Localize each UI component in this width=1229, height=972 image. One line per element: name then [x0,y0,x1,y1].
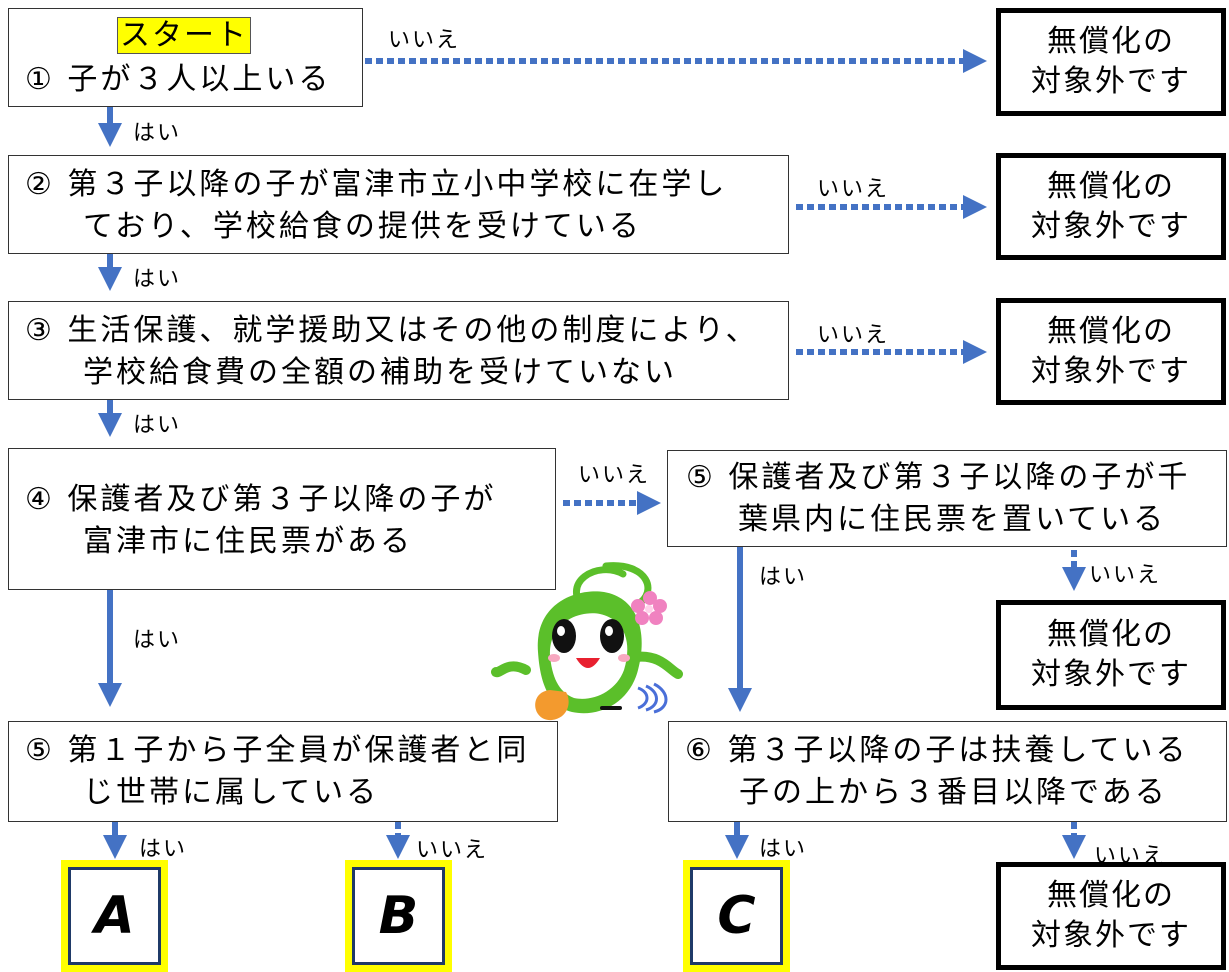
question-1-box: スタート ① 子が３人以上いる [8,8,363,107]
outcome-box-2: 無償化の 対象外です [996,153,1226,260]
question-5a-line2: 葉県内に住民票を置いている [738,502,1167,537]
outcome-line1: 無償化の [1047,313,1175,349]
question-5a-box: ⑤ 保護者及び第３子以降の子が千 葉県内に住民票を置いている [667,450,1227,547]
question-5b-box: ⑤ 第１子から子全員が保護者と同 じ世帯に属している [8,721,558,822]
label-yes-q6: はい [759,837,808,862]
label-yes-q4: はい [133,628,182,653]
label-no-q1: いいえ [388,28,461,53]
label-no-q2: いいえ [817,177,890,202]
outcome-line1: 無償化の [1047,24,1175,59]
outcome-box-5: 無償化の 対象外です [996,862,1226,970]
outcome-line2: 対象外です [1031,918,1191,953]
question-4-line2: 富津市に住民票がある [83,524,413,559]
question-6-line1: ⑥ 第３子以降の子は扶養している [685,733,1189,768]
label-yes-q1: はい [133,121,182,146]
question-5a-line1: ⑤ 保護者及び第３子以降の子が千 [686,460,1191,495]
label-no-q5b: いいえ [416,838,489,863]
outcome-line2: 対象外です [1031,64,1191,99]
outcome-line1: 無償化の [1047,168,1175,204]
result-b-box: B [345,860,452,972]
outcome-box-4: 無償化の 対象外です [996,600,1226,710]
label-yes-q2: はい [133,267,182,292]
question-4-box: ④ 保護者及び第３子以降の子が 富津市に住民票がある [8,448,556,590]
question-5b-line1: ⑤ 第１子から子全員が保護者と同 [25,733,530,768]
question-2-line1: ② 第３子以降の子が富津市立小中学校に在学し [25,167,728,202]
outcome-line2: 対象外です [1031,208,1191,244]
outcome-box-1: 無償化の 対象外です [996,8,1226,116]
question-3-line2: 学校給食費の全額の補助を受けていない [83,355,677,390]
outcome-line2: 対象外です [1031,657,1191,692]
label-no-q5a: いいえ [1089,563,1162,588]
start-label: スタート [117,17,251,54]
label-no-q6: いいえ [1094,844,1167,869]
question-6-line2: 子の上から３番目以降である [739,775,1168,810]
outcome-line2: 対象外です [1031,353,1191,389]
label-no-q4: いいえ [578,463,651,488]
result-a-box: A [61,860,168,972]
mascot-illustration [491,562,683,721]
question-6-box: ⑥ 第３子以降の子は扶養している 子の上から３番目以降である [668,721,1227,822]
outcome-line1: 無償化の [1047,617,1175,652]
question-1-text: ① 子が３人以上いる [25,62,332,97]
label-yes-q5b: はい [139,837,188,862]
label-no-q3: いいえ [817,323,890,348]
question-3-box: ③ 生活保護、就学援助又はその他の制度により、 学校給食費の全額の補助を受けてい… [8,301,789,400]
label-yes-q5a: はい [759,565,808,590]
result-c-label: C [717,886,756,946]
question-5b-line2: じ世帯に属している [83,775,380,810]
question-2-box: ② 第３子以降の子が富津市立小中学校に在学し ており、学校給食の提供を受けている [8,155,789,254]
result-c-box: C [683,860,790,972]
question-3-line1: ③ 生活保護、就学援助又はその他の制度により、 [25,313,759,348]
outcome-box-3: 無償化の 対象外です [996,298,1226,405]
question-2-line2: ており、学校給食の提供を受けている [83,209,642,244]
question-4-line1: ④ 保護者及び第３子以降の子が [25,482,497,517]
outcome-line1: 無償化の [1047,878,1175,913]
result-b-label: B [378,886,419,946]
result-a-label: A [94,886,135,946]
label-yes-q3: はい [133,413,182,438]
